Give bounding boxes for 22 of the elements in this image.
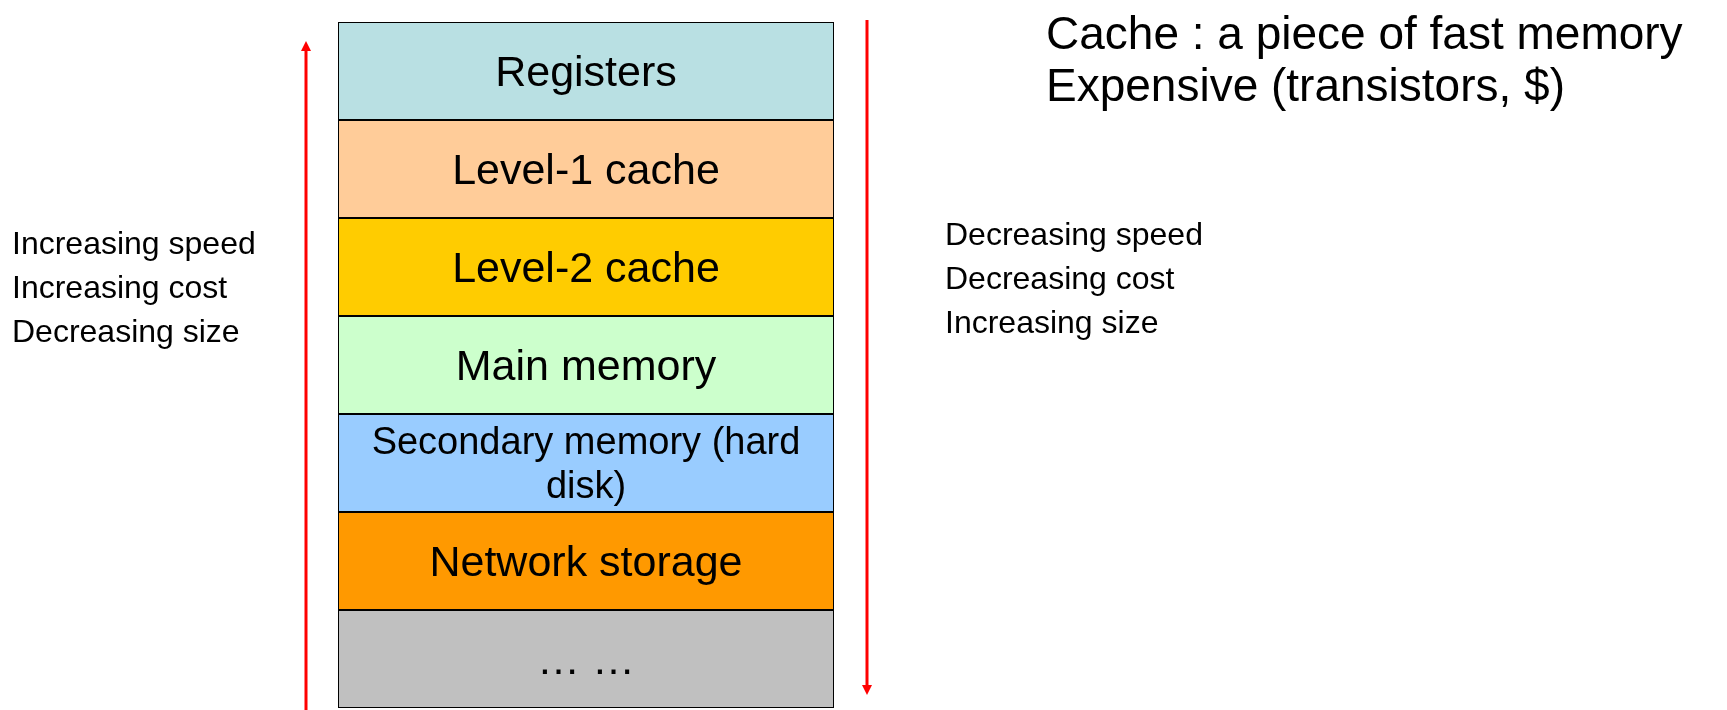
level-name: … …: [537, 636, 635, 682]
level-name: Network storage: [429, 538, 743, 584]
memory-level-band: [338, 512, 834, 610]
memory-level-band: [338, 218, 834, 316]
level-name: Secondary memory (hard disk): [370, 419, 802, 507]
trend-text: Decreasing speed: [945, 217, 1203, 253]
trend-text: Decreasing size: [12, 314, 240, 350]
memory-level-band: [338, 22, 834, 120]
level-name: Main memory: [455, 342, 717, 388]
memory-level-band: [338, 414, 834, 512]
level-name: Level-1 cache: [452, 146, 720, 192]
level-name: Level-2 cache: [452, 244, 720, 290]
level-name: Registers: [495, 48, 677, 94]
trend-text: Increasing cost: [12, 270, 228, 306]
trend-text: Increasing speed: [12, 226, 256, 262]
memory-level-band: [338, 610, 834, 708]
memory-level-band: [338, 120, 834, 218]
note-text: Cache : a piece of fast memory: [1046, 8, 1683, 59]
note-text: Expensive (transistors, $): [1046, 60, 1565, 111]
trend-text: Decreasing cost: [945, 261, 1175, 297]
memory-level-band: [338, 316, 834, 414]
trend-text: Increasing size: [945, 305, 1159, 341]
